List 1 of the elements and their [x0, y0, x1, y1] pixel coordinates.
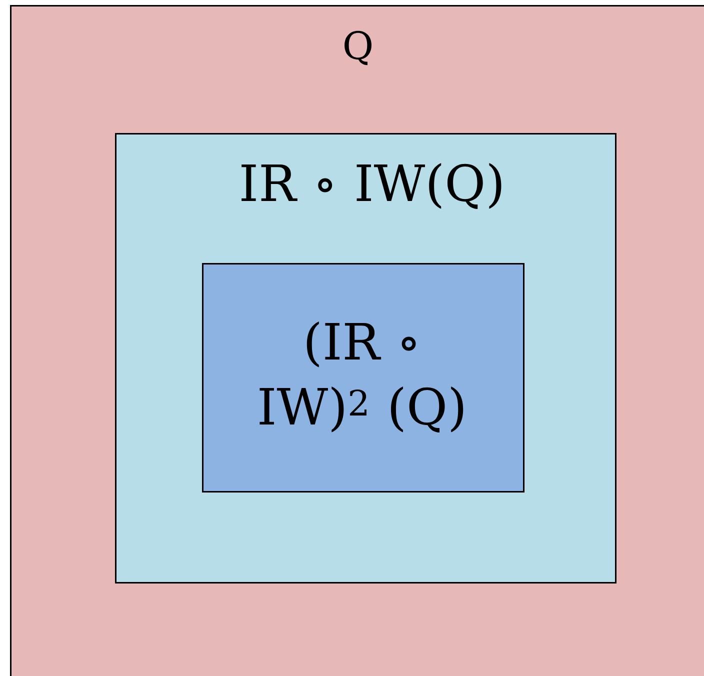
inner-box: (IR ∘ IW)$^{2}$ (Q) [202, 262, 524, 492]
